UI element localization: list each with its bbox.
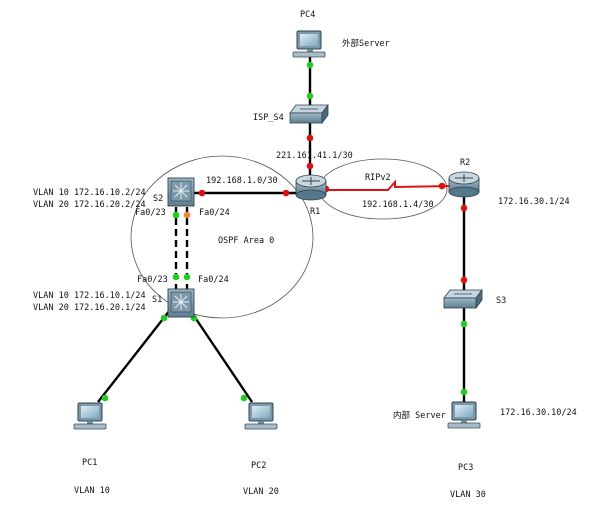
ospf-area-boundary <box>130 155 314 319</box>
pc4-server-label: 外部Server <box>342 38 390 49</box>
pc3-vlan: VLAN 30 <box>450 490 486 500</box>
port-led <box>172 273 180 281</box>
s3-switch-icon[interactable] <box>443 288 483 310</box>
pc4-name: PC4 <box>300 10 315 20</box>
pc1-vlan: VLAN 10 <box>74 486 110 496</box>
isp-s4-switch-icon[interactable] <box>289 103 329 125</box>
r2-lan-ip: 172.16.30.1/24 <box>498 197 570 207</box>
s2-fa023-label: Fa0/23 <box>135 208 166 218</box>
pc2-icon[interactable] <box>244 402 278 430</box>
s1-name: S1 <box>152 295 162 305</box>
ospf-area-label: OSPF Area 0 <box>218 236 274 246</box>
port-led <box>183 211 191 219</box>
r1-name: R1 <box>310 207 320 217</box>
links <box>97 50 466 403</box>
port-led <box>172 211 180 219</box>
s1-vlan20-ip: VLAN 20 172.16.20.1/24 <box>33 303 146 313</box>
pc3-icon[interactable] <box>447 401 481 429</box>
port-led <box>306 162 314 170</box>
port-indicators <box>101 61 468 402</box>
pc3-server-label: 内部 Server <box>393 410 446 421</box>
port-led <box>198 189 206 197</box>
port-led <box>460 276 468 284</box>
isp-s4-name: ISP_S4 <box>253 113 284 123</box>
s1-multilayer-switch-icon[interactable] <box>167 288 195 318</box>
port-led <box>240 394 248 402</box>
port-led <box>282 189 290 197</box>
port-led <box>438 182 446 190</box>
port-led <box>183 273 191 281</box>
pc4-icon[interactable] <box>292 30 326 58</box>
link-s1-pc2 <box>189 309 253 403</box>
s2-multilayer-switch-icon[interactable] <box>167 177 195 207</box>
pc1-icon[interactable] <box>73 402 107 430</box>
pc2-vlan: VLAN 20 <box>243 487 279 497</box>
link-s1-pc1 <box>97 309 171 403</box>
s2-vlan10-ip: VLAN 10 172.16.10.2/24 <box>33 188 146 198</box>
r2-name: R2 <box>460 158 470 168</box>
r2-router-icon[interactable] <box>448 171 480 198</box>
s1-vlan10-ip: VLAN 10 172.16.10.1/24 <box>33 291 146 301</box>
pc3-name: PC3 <box>458 463 473 473</box>
port-led <box>460 388 468 396</box>
rip-label: RIPv2 <box>365 173 391 183</box>
port-led <box>460 320 468 328</box>
s2-r1-subnet: 192.168.1.0/30 <box>206 176 278 186</box>
port-led <box>101 394 109 402</box>
s1-fa023-label: Fa0/23 <box>137 275 168 285</box>
link-r1-r2-serial <box>324 179 453 191</box>
port-led <box>460 204 468 212</box>
s3-name: S3 <box>496 296 506 306</box>
s2-name: S2 <box>153 194 163 204</box>
port-led <box>306 61 314 69</box>
isp-r1-subnet: 221.161.41.1/30 <box>276 151 353 161</box>
port-led <box>160 314 168 322</box>
r1-r2-subnet: 192.168.1.4/30 <box>362 200 434 210</box>
port-led <box>306 92 314 100</box>
pc3-ip: 172.16.30.10/24 <box>500 408 577 418</box>
s2-fa024-label: Fa0/24 <box>199 208 230 218</box>
port-led <box>306 134 314 142</box>
s2-vlan20-ip: VLAN 20 172.16.20.2/24 <box>33 200 146 210</box>
s1-fa024-label: Fa0/24 <box>198 275 229 285</box>
pc2-name: PC2 <box>251 461 266 471</box>
r1-router-icon[interactable] <box>295 174 327 201</box>
pc1-name: PC1 <box>82 458 97 468</box>
